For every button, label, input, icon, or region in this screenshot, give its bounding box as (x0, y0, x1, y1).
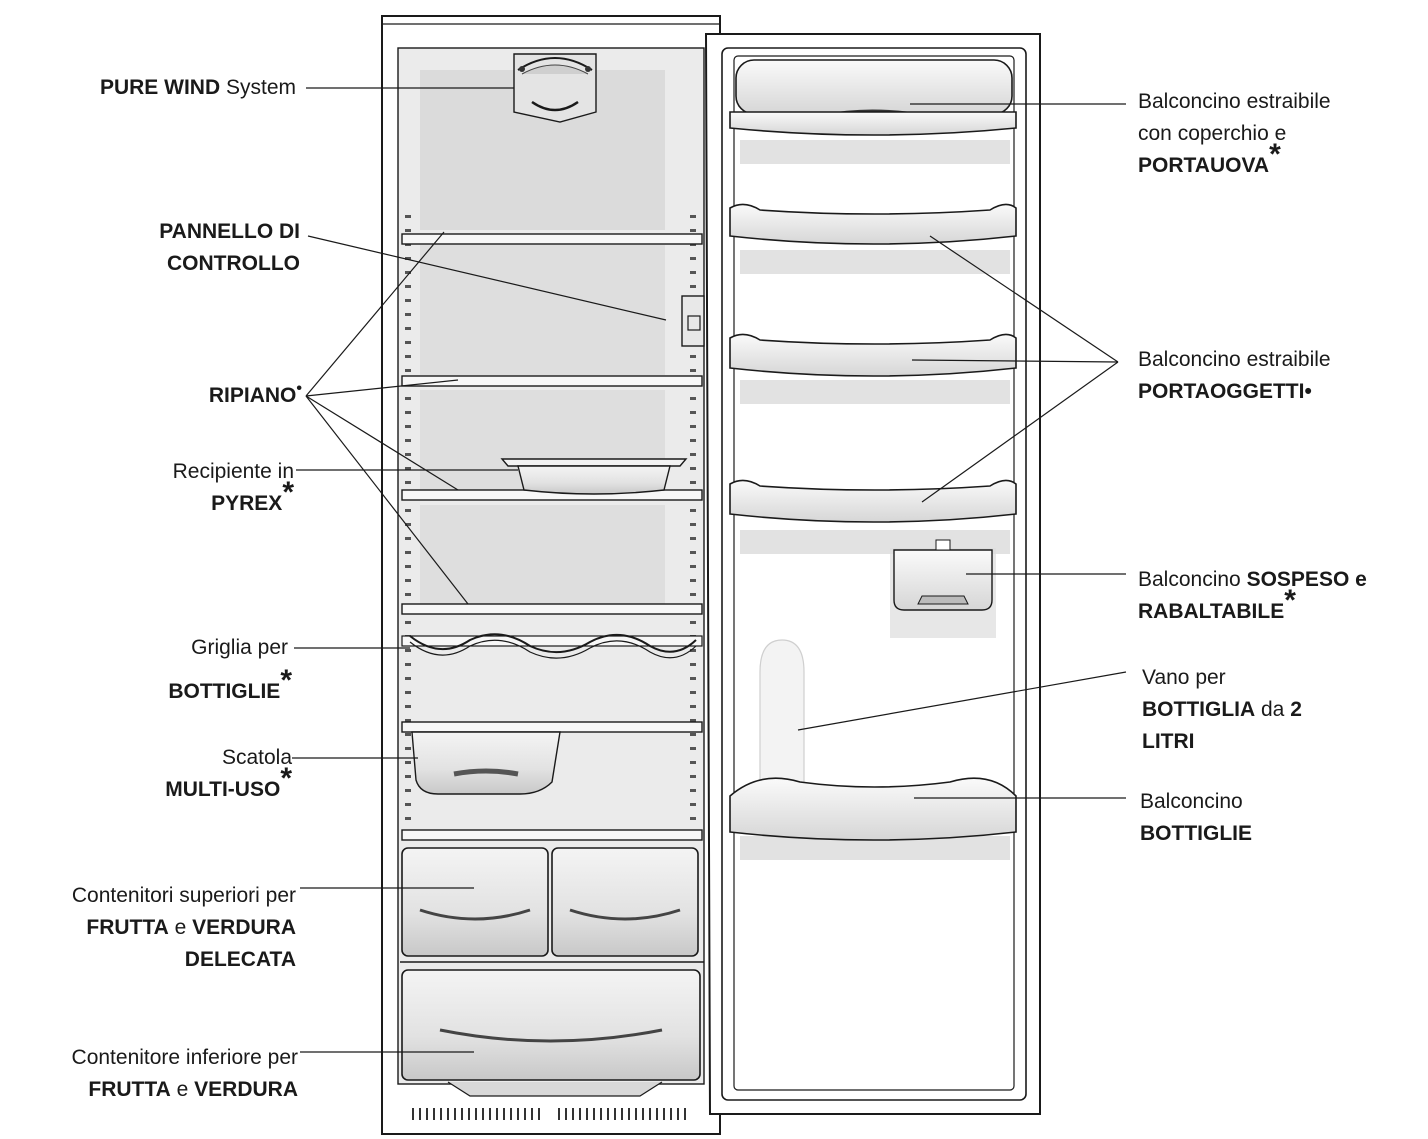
label-pyrex-line1: Recipiente in (172, 460, 294, 483)
label-shelf-bold: RIPIANO (208, 384, 297, 407)
label-bottle-balcony-bold: BOTTIGLIE (1140, 822, 1252, 845)
fridge-cabinet (381, 15, 721, 1135)
hanging-balcony (890, 539, 996, 638)
label-egg-balcony-line2: con coperchio e (1138, 122, 1287, 145)
shelves (401, 233, 703, 841)
label-bottle-space-da: da (1255, 698, 1291, 721)
label-bottle-space: Vano per BOTTIGLIA da 2 LITRI (1142, 662, 1302, 758)
label-pure-wind-text: System (220, 76, 296, 99)
label-lower-crisper: Contenitore inferiore per FRUTTA e VERDU… (72, 1042, 298, 1106)
multi-use-box (411, 731, 561, 795)
label-pyrex-bold: PYREX (211, 492, 283, 515)
label-door-balcony-line1: Balconcino estraibile (1138, 348, 1331, 371)
pure-wind-unit (513, 53, 597, 123)
label-bottle-space-num: 2 (1290, 698, 1302, 721)
label-bottle-rack-mark: * (280, 664, 292, 697)
label-door-balcony-bold: PORTAOGGETTI (1138, 380, 1305, 403)
label-control-panel-line1: PANNELLO DI (159, 220, 300, 243)
label-hanging-balcony: Balconcino SOSPESO e RABALTABILE* (1138, 564, 1367, 628)
label-hanging-text: Balconcino (1138, 568, 1247, 591)
label-control-panel: PANNELLO DI CONTROLLO (159, 216, 300, 280)
label-egg-balcony-mark: * (1269, 138, 1281, 171)
label-bottle-space-line1: Vano per (1142, 666, 1226, 689)
label-bottle-space-bold: BOTTIGLIA (1142, 698, 1256, 721)
label-bottle-balcony: Balconcino BOTTIGLIE (1140, 786, 1252, 850)
label-bottle-rack: Griglia per (191, 632, 288, 664)
label-upper-crisper: Contenitori superiori per FRUTTA e VERDU… (72, 880, 296, 976)
label-upper-crisper-and: e (168, 916, 193, 939)
label-multi-use-bold: MULTI-USO (165, 778, 281, 801)
label-multi-use-box: Scatola MULTI-USO* (165, 742, 292, 806)
label-multi-use-mark: * (280, 762, 292, 795)
label-door-balcony-mark: • (1304, 380, 1312, 403)
label-upper-crisper-line1: Contenitori superiori per (71, 884, 296, 907)
label-hanging-bold2: RABALTABILE (1138, 600, 1285, 623)
label-bottle-rack-bold: BOTTIGLIE* (168, 666, 292, 708)
label-egg-balcony-line1: Balconcino estraibile (1138, 90, 1331, 113)
upper-crisper-drawers (400, 847, 704, 963)
label-upper-crisper-delicate: DELECATA (184, 948, 296, 971)
bottle-rack (401, 633, 703, 659)
label-pure-wind: PURE WIND System (100, 72, 296, 104)
label-upper-crisper-veg: VERDURA (192, 916, 296, 939)
label-shelf: RIPIANO• (209, 380, 302, 412)
label-multi-use-line1: Scatola (221, 746, 292, 769)
label-pure-wind-bold: PURE WIND (99, 76, 221, 99)
control-panel (681, 295, 705, 347)
bottle-space (759, 639, 805, 791)
label-egg-balcony-bold: PORTAUOVA (1138, 154, 1270, 177)
label-pyrex-mark: * (282, 476, 294, 509)
bottle-balcony (729, 777, 1017, 841)
label-bottle-space-litri: LITRI (1142, 730, 1195, 753)
label-lower-crisper-and: e (170, 1078, 195, 1101)
label-egg-balcony: Balconcino estraibile con coperchio e PO… (1138, 86, 1331, 182)
label-door-balcony: Balconcino estraibile PORTAOGGETTI• (1138, 344, 1331, 408)
label-lower-crisper-fruit: FRUTTA (88, 1078, 171, 1101)
label-bottle-rack-line1: Griglia per (191, 636, 288, 659)
lower-crisper-drawer (401, 969, 701, 1097)
label-shelf-mark: • (296, 380, 302, 397)
egg-balcony (729, 59, 1017, 136)
label-hanging-mark: * (1284, 584, 1296, 617)
label-hanging-bold1: SOSPESO e (1246, 568, 1367, 591)
label-lower-crisper-veg: VERDURA (194, 1078, 298, 1101)
label-lower-crisper-line1: Contenitore inferiore per (71, 1046, 298, 1069)
label-upper-crisper-fruit: FRUTTA (86, 916, 169, 939)
leader-lines (292, 87, 1127, 1053)
label-bottle-balcony-line1: Balconcino (1140, 790, 1243, 813)
label-bottle-rack-bold-text: BOTTIGLIE (168, 680, 281, 703)
door-balconies (729, 203, 1017, 523)
label-control-panel-line2: CONTROLLO (167, 252, 300, 275)
label-pyrex: Recipiente in PYREX* (173, 456, 294, 520)
pyrex-dish (500, 458, 688, 495)
